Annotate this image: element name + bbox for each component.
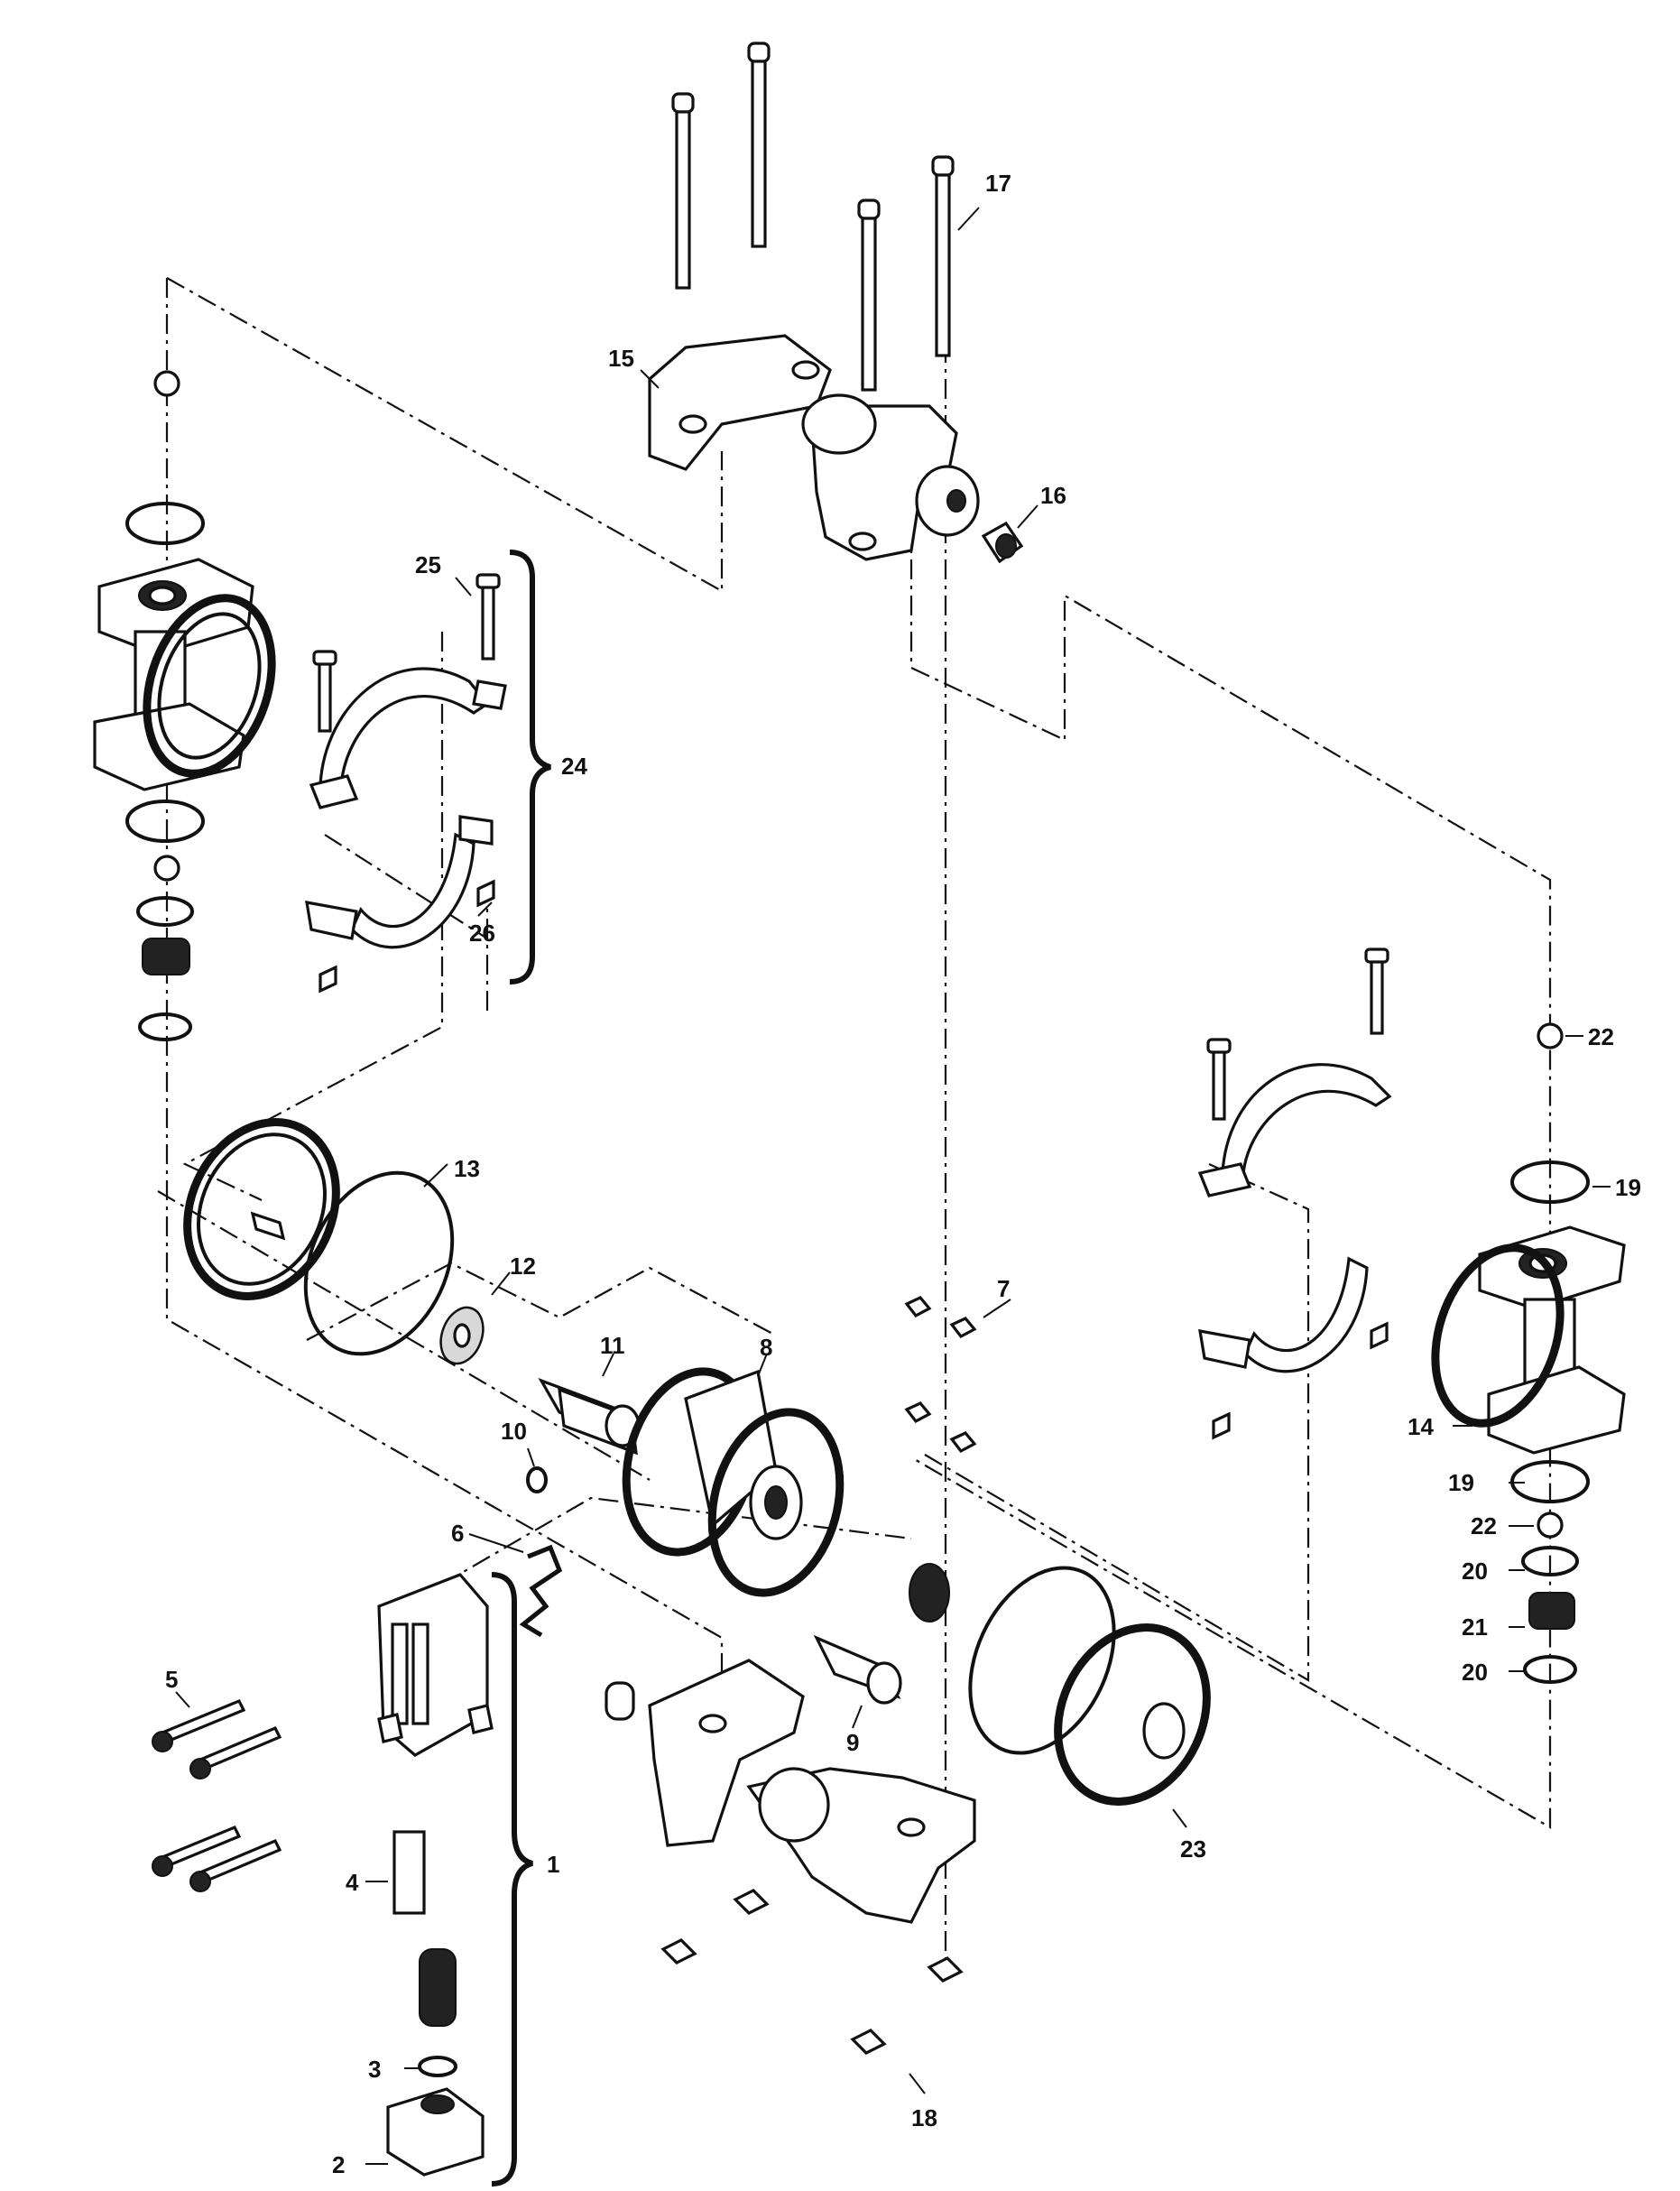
callout-5: 5 [165,1666,178,1693]
callout-14: 14 [1408,1413,1434,1440]
right-clamp-band [1197,948,1392,1440]
bracket-24 [509,550,551,985]
nuts-18 [660,1889,964,2055]
callout-12: 12 [510,1253,536,1280]
pilot-4 [392,1830,426,1915]
callout-25: 25 [415,551,441,578]
callout-24: 24 [561,753,587,780]
callout-10: 10 [501,1418,527,1445]
long-bolts [671,42,955,392]
callout-22a: 22 [1588,1023,1614,1050]
callout-19b: 19 [1448,1469,1474,1496]
callout-13: 13 [454,1155,480,1182]
callout-1: 1 [547,1851,559,1878]
callout-7: 7 [997,1275,1010,1302]
callout-16: 16 [1040,482,1066,509]
center-section [622,1367,845,1597]
valve-base-2 [386,2087,485,2177]
callout-2: 2 [332,2151,345,2178]
bolt-3 [857,199,881,392]
right-fluid-chamber [1431,1022,1626,1684]
callout-26: 26 [469,920,495,947]
callout-4: 4 [346,1869,359,1896]
callout-19a: 19 [1615,1174,1641,1201]
bearing [909,1563,950,1622]
top-manifold [648,334,980,561]
left-fluid-chamber [93,370,276,1041]
bolt-4 [931,155,955,357]
callout-17: 17 [985,170,1011,197]
air-valve [377,1573,494,1757]
plug-16 [981,521,1024,564]
leader-lines [175,207,1611,2165]
nuts-7 [904,1296,977,1454]
spool [418,1948,457,2077]
oring-10 [526,1466,548,1493]
callout-20a: 20 [1462,1558,1488,1585]
bolt-2 [747,42,771,248]
callout-11: 11 [600,1332,625,1359]
callout-labels: 17 15 16 25 24 26 22 19 13 12 7 11 8 14 … [165,170,1641,2178]
bolt-1 [671,92,695,290]
callout-21: 21 [1462,1613,1488,1641]
shaft-11 [538,1377,641,1456]
right-diaphragm [968,1566,1211,1806]
callout-22b: 22 [1471,1512,1497,1539]
callout-8: 8 [760,1334,772,1361]
callout-6: 6 [451,1520,464,1547]
callout-9: 9 [846,1729,859,1756]
pilot-9 [813,1634,902,1705]
plate-12 [439,1306,485,1365]
callout-20b: 20 [1462,1659,1488,1686]
bracket-1 [491,1572,533,2186]
left-clamp-band [305,573,507,994]
callout-15: 15 [608,345,634,372]
callout-3: 3 [368,2056,381,2083]
callout-18: 18 [911,2104,937,2131]
bolts-5 [152,1698,282,1892]
bottom-manifold [605,1659,976,1924]
seal-6 [519,1544,563,1638]
callout-23: 23 [1180,1835,1206,1863]
left-diaphragm [183,1118,455,1356]
